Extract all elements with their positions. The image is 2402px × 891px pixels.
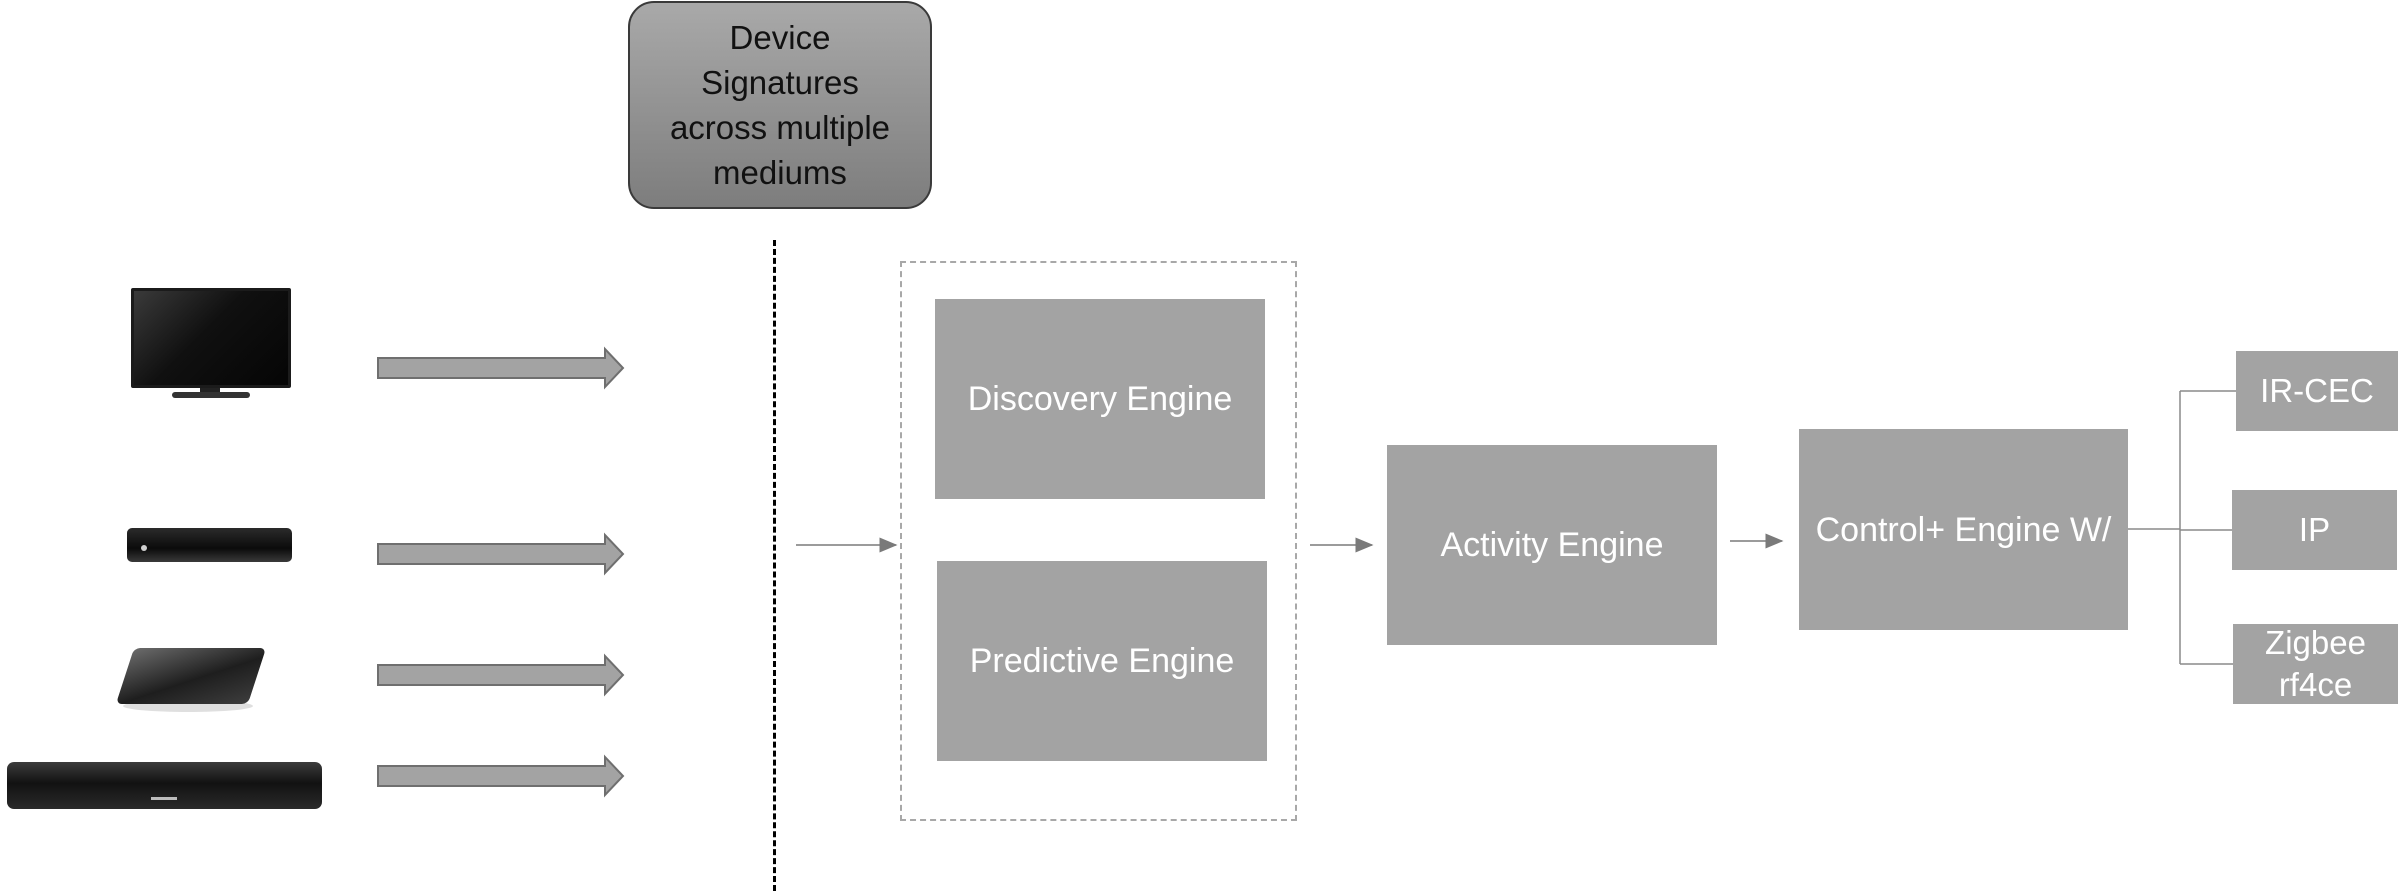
- engine-group-boundary: [900, 261, 1297, 821]
- signature-line: Device: [729, 19, 831, 56]
- activity-engine-label: Activity Engine: [1440, 526, 1664, 564]
- stb-arrow-icon: [377, 532, 625, 576]
- protocol-connectors: [2128, 390, 2236, 665]
- device-signatures-box: Device Signatures across multiple medium…: [628, 1, 932, 209]
- device-arrows: [377, 346, 625, 798]
- predictive-engine-box: Predictive Engine: [937, 561, 1267, 761]
- discovery-engine-box: Discovery Engine: [935, 299, 1265, 499]
- protocol-rf4ce-label: rf4ce: [2278, 666, 2353, 703]
- signature-line: Signatures: [701, 64, 859, 101]
- protocol-zigbee-label: Zigbee: [2265, 624, 2366, 661]
- control-engine-box: Control+ Engine W/: [1799, 429, 2128, 630]
- signature-line: across multiple: [669, 109, 891, 146]
- discovery-engine-label: Discovery Engine: [967, 380, 1233, 418]
- dashed-separator: [773, 240, 776, 891]
- protocol-ir-cec-box: IR-CEC: [2236, 351, 2398, 431]
- protocol-ir-cec-label: IR-CEC: [2260, 372, 2374, 409]
- activity-engine-box: Activity Engine: [1387, 445, 1717, 645]
- control-engine-label: Control+ Engine W/: [1815, 510, 2112, 549]
- soundbar-arrow-icon: [377, 754, 625, 798]
- protocol-ip-box: IP: [2232, 490, 2397, 570]
- protocol-ip-label: IP: [2298, 511, 2331, 548]
- predictive-engine-label: Predictive Engine: [969, 642, 1235, 680]
- tv-arrow-icon: [377, 346, 625, 390]
- signature-line: mediums: [713, 154, 847, 191]
- protocol-zigbee-box: Zigbee rf4ce: [2233, 624, 2398, 704]
- console-arrow-icon: [377, 653, 625, 697]
